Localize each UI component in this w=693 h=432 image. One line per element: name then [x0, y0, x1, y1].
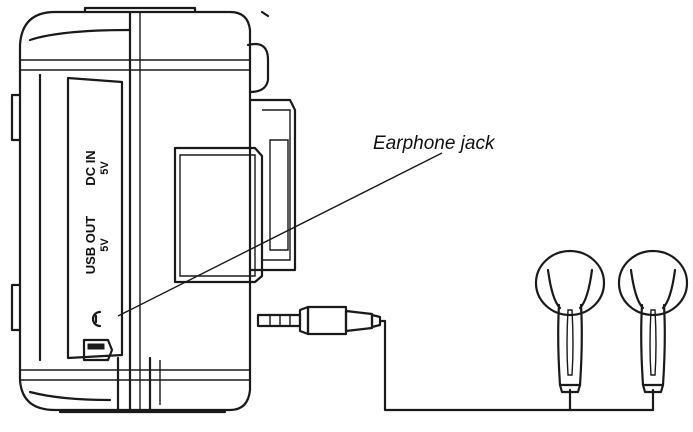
- device-body: [10, 6, 297, 414]
- earphone-cable: [378, 319, 655, 412]
- headphone-icon: [91, 310, 102, 328]
- dc-in-label: DC IN 5V: [83, 150, 111, 185]
- usb-out-label: USB OUT 5V: [83, 216, 111, 275]
- port-latch: [82, 338, 114, 362]
- usb-out-voltage: 5V: [99, 238, 111, 252]
- usb-out-text: USB OUT: [83, 216, 98, 275]
- dc-in-voltage: 5V: [99, 161, 111, 175]
- callout-line: [117, 152, 443, 317]
- audio-plug: [256, 305, 382, 336]
- earbud-right: [617, 249, 689, 394]
- dc-in-text: DC IN: [83, 150, 98, 185]
- earbud-left: [534, 249, 606, 394]
- callout-label: Earphone jack: [373, 133, 496, 154]
